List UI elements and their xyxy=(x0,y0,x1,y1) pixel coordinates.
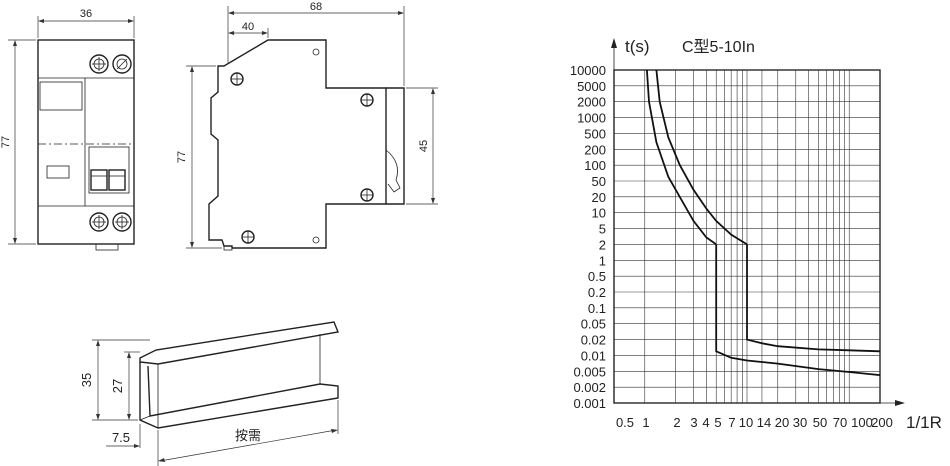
chart-y-tick-labels: 100005000200010005002001005020105210.50.… xyxy=(570,63,606,411)
x-tick-label: 30 xyxy=(793,415,807,430)
x-tick-label: 14 xyxy=(757,415,771,430)
tripping-curve-chart: 100005000200010005002001005020105210.50.… xyxy=(570,37,942,432)
x-tick-label: 5 xyxy=(714,415,721,430)
front-body xyxy=(37,39,135,245)
x-tick-label: 50 xyxy=(813,415,827,430)
x-tick-label: 10 xyxy=(739,415,753,430)
x-tick-label: 20 xyxy=(775,415,789,430)
dim-rail-height: 35 xyxy=(79,373,94,387)
chart-title: C型5-10In xyxy=(682,38,755,56)
y-tick-label: 0.001 xyxy=(573,396,606,411)
y-tick-label: 2 xyxy=(599,237,606,252)
terminal-screw-icon xyxy=(112,54,132,74)
y-tick-label: 0.2 xyxy=(588,285,606,300)
toggle-left xyxy=(90,169,108,191)
y-tick-label: 5000 xyxy=(577,79,606,94)
y-tick-label: 200 xyxy=(584,142,606,157)
tripping-curve-1 xyxy=(646,69,717,246)
y-tick-label: 50 xyxy=(592,174,606,189)
terminal-screw-icon xyxy=(89,212,109,232)
dim-side-height: 77 xyxy=(176,151,188,163)
x-tick-label: 3 xyxy=(690,415,697,430)
y-tick-label: 500 xyxy=(584,126,606,141)
label-window xyxy=(39,81,83,111)
side-view xyxy=(186,6,438,251)
tripping-curve-4 xyxy=(746,244,881,353)
front-view xyxy=(8,16,135,251)
y-tick-label: 0.1 xyxy=(588,301,606,316)
toggle-right xyxy=(108,169,126,191)
y-tick-label: 1000 xyxy=(577,111,606,126)
x-tick-label: 4 xyxy=(702,415,709,430)
x-tick-label: 70 xyxy=(833,415,847,430)
tripping-curve-3 xyxy=(655,69,748,246)
y-tick-label: 0.02 xyxy=(581,333,606,348)
x-tick-label: 200 xyxy=(871,415,893,430)
y-tick-label: 0.01 xyxy=(581,348,606,363)
screw-icon xyxy=(360,188,374,202)
screw-icon xyxy=(360,93,374,107)
chart-grid xyxy=(614,69,881,404)
x-tick-label: 1 xyxy=(642,415,649,430)
chart-ylabel: t(s) xyxy=(625,37,650,56)
y-tick-label: 0.005 xyxy=(573,364,606,379)
screw-icon xyxy=(241,230,255,244)
dim-front-width: 36 xyxy=(80,8,92,20)
chart-curves xyxy=(646,69,881,376)
dim-side-overall-width: 68 xyxy=(310,1,322,13)
y-tick-label: 0.05 xyxy=(581,317,606,332)
chart-xlabel: 1/1R xyxy=(906,413,942,432)
x-tick-label: 0.5 xyxy=(616,415,634,430)
y-tick-label: 20 xyxy=(592,190,606,205)
x-tick-label: 2 xyxy=(673,415,680,430)
tripping-curve-2 xyxy=(715,244,881,376)
dim-rail-inner-height: 27 xyxy=(110,379,125,393)
dim-front-height: 77 xyxy=(0,136,12,148)
terminal-screw-icon xyxy=(112,212,132,232)
y-tick-label: 0.5 xyxy=(588,269,606,284)
dim-side-partial-width: 40 xyxy=(242,21,254,33)
y-tick-label: 5 xyxy=(599,222,606,237)
terminal-screw-icon xyxy=(89,54,109,74)
switch-housing xyxy=(88,146,130,194)
y-tick-label: 1 xyxy=(599,253,606,268)
x-tick-label: 100 xyxy=(851,415,873,430)
side-profile xyxy=(208,39,387,249)
dim-side-right-height: 45 xyxy=(418,140,430,152)
dim-rail-flange: 7.5 xyxy=(112,430,130,445)
y-tick-label: 0.002 xyxy=(573,380,606,395)
din-rail xyxy=(92,321,339,466)
y-tick-label: 10 xyxy=(592,206,606,221)
rail-length-label: 按需 xyxy=(235,428,261,443)
x-tick-label: 7 xyxy=(728,415,735,430)
y-tick-label: 10000 xyxy=(570,63,606,78)
y-tick-label: 100 xyxy=(584,158,606,173)
rail-clip xyxy=(95,243,119,251)
screw-icon xyxy=(230,72,244,86)
y-tick-label: 2000 xyxy=(577,95,606,110)
test-window xyxy=(46,165,70,179)
